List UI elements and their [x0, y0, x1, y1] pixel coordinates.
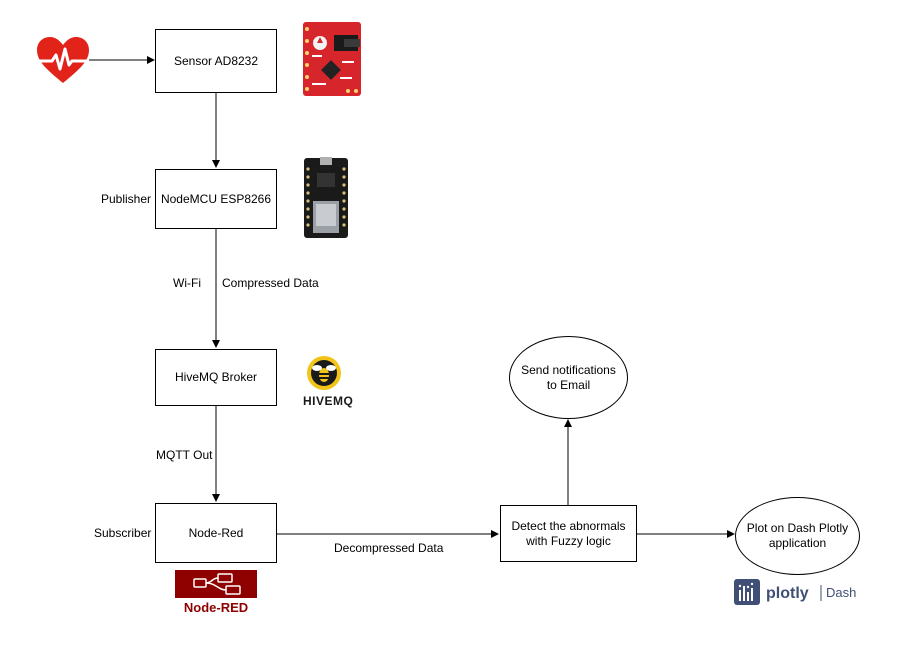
sensor-node: Sensor AD8232 — [155, 29, 277, 93]
decompressed-data-label: Decompressed Data — [334, 541, 444, 555]
plotly-bars-icon: plotly Dash — [734, 579, 856, 605]
dash-logo-text: Dash — [826, 585, 856, 600]
publisher-label: Publisher — [101, 192, 152, 206]
node-red-logo-text: Node-RED — [184, 600, 248, 615]
sensor-label: Sensor AD8232 — [173, 53, 259, 68]
hivemq-logo-text: HIVEMQ — [303, 394, 353, 408]
detect-label: Detect the abnormals with Fuzzy logic — [511, 518, 626, 548]
hivemq-broker-label: HiveMQ Broker — [174, 370, 257, 384]
hivemq-bee-icon: HIVEMQ — [303, 356, 353, 408]
node-red-flow-icon: Node-RED — [175, 570, 257, 615]
plotly-logo-text: plotly — [766, 585, 809, 602]
compressed-data-label: Compressed Data — [222, 276, 319, 290]
heart-ecg-icon — [37, 37, 89, 83]
plot-label: Plot on Dash Plotly application — [746, 521, 849, 550]
nodemcu-node: NodeMCU ESP8266 — [155, 169, 277, 229]
hivemq-broker-node: HiveMQ Broker — [155, 349, 277, 406]
detect-node: Detect the abnormals with Fuzzy logic — [500, 505, 637, 562]
ad8232-board-icon — [303, 22, 361, 96]
plot-node: Plot on Dash Plotly application — [735, 497, 860, 575]
wifi-label: Wi-Fi — [173, 276, 201, 290]
email-label: Send notifications to Email — [521, 362, 616, 392]
esp8266-board-icon — [304, 157, 348, 238]
node-red-label: Node-Red — [188, 525, 244, 540]
node-red-node: Node-Red — [155, 503, 277, 563]
subscriber-label: Subscriber — [94, 526, 152, 540]
nodemcu-label: NodeMCU ESP8266 — [160, 191, 272, 206]
email-node: Send notifications to Email — [509, 336, 628, 419]
mqtt-out-label: MQTT Out — [156, 448, 213, 462]
